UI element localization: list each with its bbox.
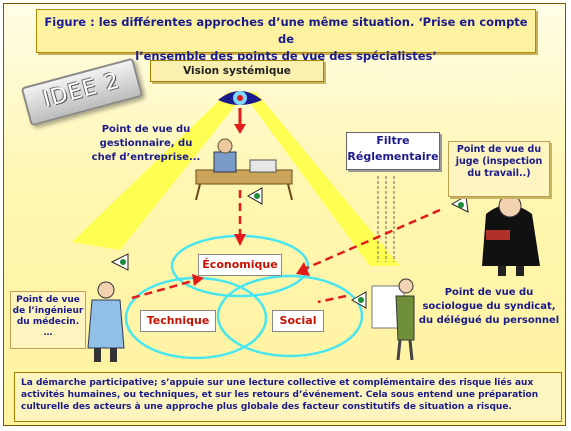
economique-label: Économique xyxy=(198,254,282,276)
small-eye-icon xyxy=(246,187,263,205)
figure-title: Figure : les différentes approches d’une… xyxy=(36,9,536,63)
footer-description: La démarche participative; s’appuie sur … xyxy=(14,372,562,422)
figure-word: Figure : xyxy=(44,15,95,29)
sociologist-eye-icon xyxy=(350,291,367,309)
title-line-1-rest: les différentes approches d’une même sit… xyxy=(94,15,528,46)
sociologue-line-1: Point de vue du xyxy=(444,287,534,298)
vision-systemique-label: Vision systémique xyxy=(150,60,324,82)
gestionnaire-viewpoint: Point de vue du gestionnaire, du chef d’… xyxy=(82,123,210,179)
ingenieur-line-2: de l’ingénieur xyxy=(12,306,84,316)
juge-line-3: du travail..) xyxy=(467,168,531,179)
judge-eye-icon xyxy=(450,195,469,213)
gestionnaire-line-2: gestionnaire, du xyxy=(99,138,193,149)
left-light-beam xyxy=(72,92,246,250)
juge-line-2: juge (inspection xyxy=(455,156,543,167)
eye-icon xyxy=(218,91,262,105)
ingenieur-line-3: du médecin. xyxy=(16,317,80,327)
sociologist-figure xyxy=(371,278,415,361)
social-circle xyxy=(216,274,364,358)
technique-label: Technique xyxy=(140,310,216,332)
title-line-1: Figure : les différentes approches d’une… xyxy=(37,14,535,48)
engineer-eye-icon xyxy=(110,253,129,271)
filtre-line-2: Réglementaire xyxy=(347,150,439,163)
gestionnaire-line-3: chef d’entreprise... xyxy=(91,152,201,163)
ingenieur-viewpoint: Point de vue de l’ingénieur du médecin. … xyxy=(10,291,86,349)
juge-viewpoint: Point de vue du juge (inspection du trav… xyxy=(448,141,550,197)
title-line-2: l’ensemble des points de vue des spécial… xyxy=(135,49,437,63)
right-light-beam xyxy=(242,92,400,266)
juge-line-1: Point de vue du xyxy=(456,144,542,155)
ingenieur-line-1: Point de vue xyxy=(16,295,80,305)
gestionnaire-line-1: Point de vue du xyxy=(101,124,191,135)
sociologue-viewpoint: Point de vue du sociologue du syndicat, … xyxy=(416,286,562,330)
manager-figure xyxy=(195,138,293,201)
social-label: Social xyxy=(272,310,324,332)
filtre-line-1: Filtre xyxy=(376,134,410,147)
ingenieur-line-4: … xyxy=(43,328,53,338)
filtre-reglementaire-label: Filtre Réglementaire xyxy=(346,132,440,170)
sociologue-line-2: sociologue du syndicat, xyxy=(422,301,556,312)
engineer-figure xyxy=(87,281,125,362)
judge-figure xyxy=(482,191,540,276)
sociologue-line-3: du délégué du personnel xyxy=(418,315,560,326)
